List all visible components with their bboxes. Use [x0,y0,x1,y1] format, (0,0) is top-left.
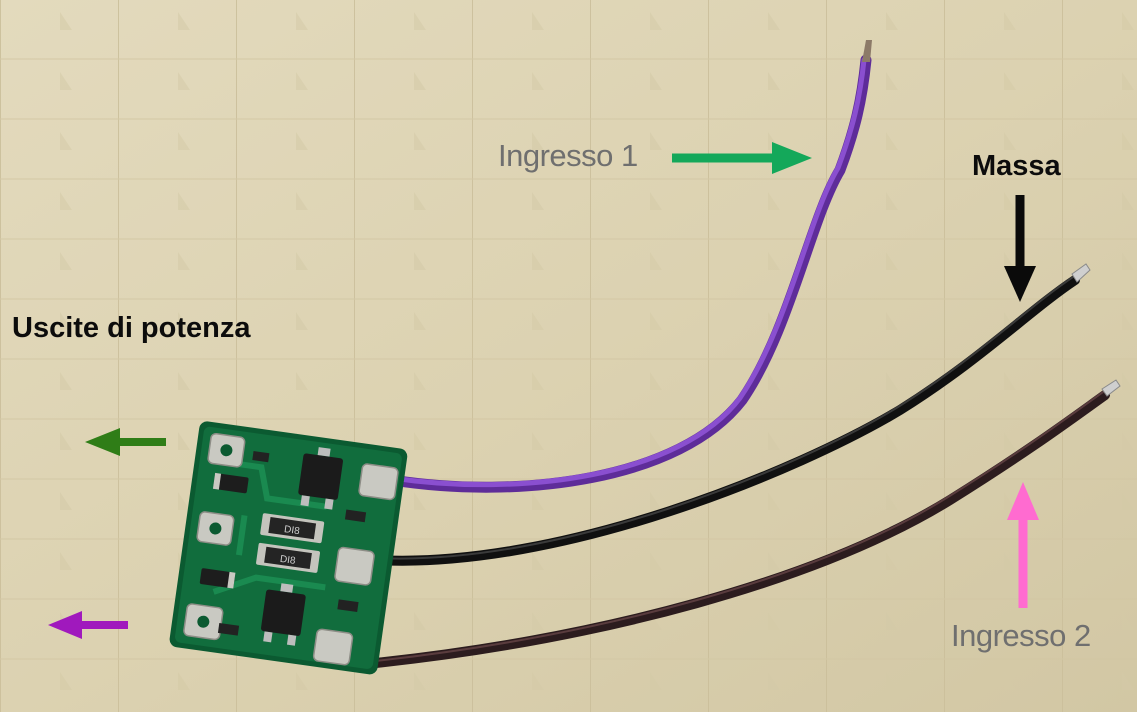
pcb-module: DI8 DI8 [169,421,408,675]
transistor-top [298,453,343,500]
chip-marking-2: DI8 [279,554,296,567]
label-input-1: Ingresso 1 [498,138,638,173]
solder-pads [183,432,399,666]
transistor-bottom [261,589,306,636]
arrow-ground [1004,195,1036,302]
label-ground: Massa [972,150,1061,182]
wire-input-1 [386,40,872,493]
label-power-outputs: Uscite di potenza [12,312,251,344]
wire-input-2 [361,379,1121,669]
wire-ground [371,263,1091,566]
arrow-input-1 [672,142,812,174]
chip-marking-1: DI8 [283,524,300,537]
chip-2: DI8 [256,542,320,573]
arrow-output-2 [48,611,128,639]
arrow-input-2 [1007,482,1039,608]
arrow-output-1 [85,428,166,456]
label-input-2: Ingresso 2 [951,618,1091,653]
chip-1: DI8 [260,513,325,544]
